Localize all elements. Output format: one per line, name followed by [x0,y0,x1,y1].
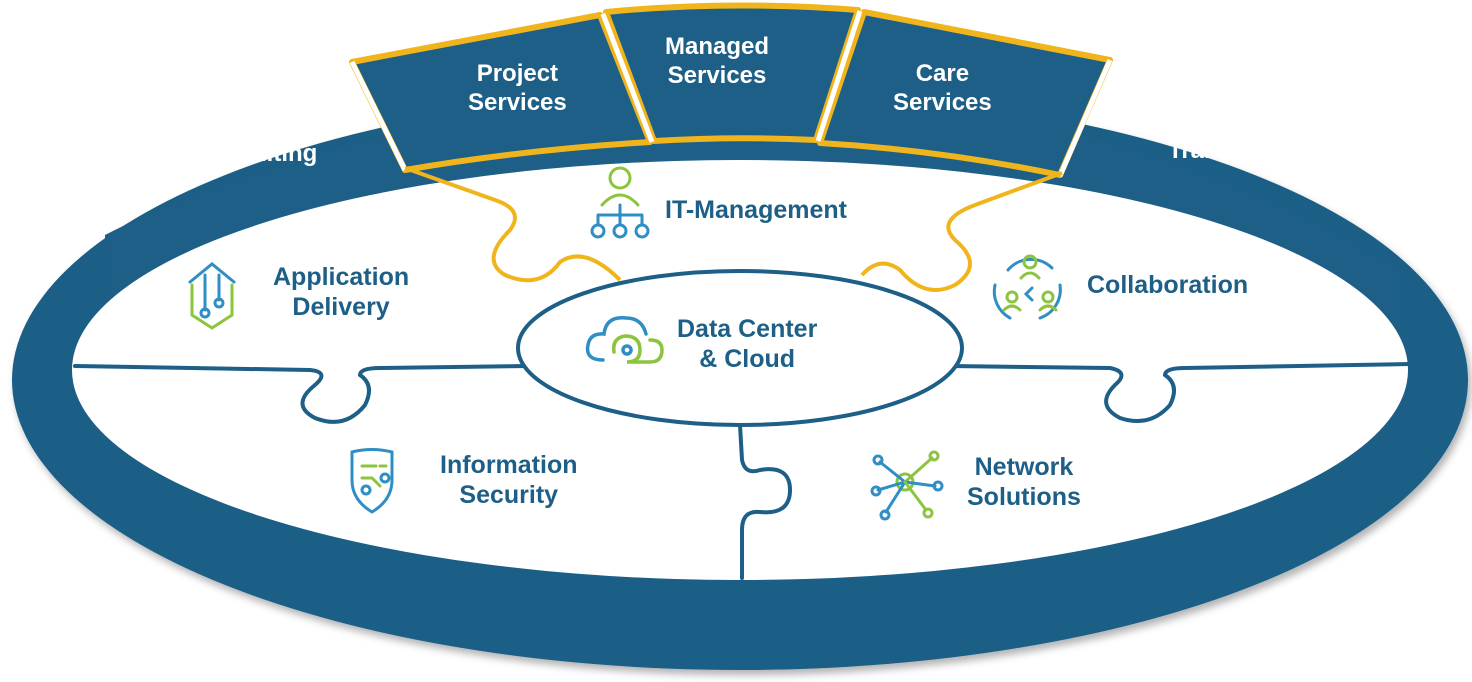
divider-bottom [738,423,793,580]
cloud-icon [585,316,664,364]
upload-circuit-icon [188,262,236,330]
highlight-connector-left [404,166,622,283]
consulting-label: Consulting [192,140,318,167]
people-cycle-icon [992,254,1062,320]
tab-managed-shape [603,2,861,144]
ring-separator-left [349,60,408,172]
data-center-line1: Data Center [677,315,818,343]
information-security-line2: Security [459,481,559,509]
shield-circuit-icon [350,448,394,514]
application-delivery-label: Application Delivery [273,262,409,322]
managed-services-line1: Managed [665,33,770,60]
network-solutions-line2: Solutions [967,483,1081,511]
data-center-cloud-label: Data Center & Cloud [677,314,817,374]
highlight-connector-right [860,171,1063,292]
highlighted-tabs [349,2,1113,178]
network-solutions-line1: Network [974,453,1074,481]
tab-care-shape [817,9,1113,178]
tab-project-shape [349,12,653,173]
org-hierarchy-icon [590,166,650,239]
center-ellipse [516,269,964,427]
project-services-line1: Project [476,60,559,87]
information-security-label: Information Security [440,450,578,510]
network-solutions-label: Network Solutions [967,452,1081,512]
care-services-line1: Care [915,60,970,87]
ring-separator-right [1057,59,1113,177]
divider-right [948,362,1412,423]
application-delivery-line2: Delivery [292,293,390,321]
project-services-label: Project Services [468,60,567,118]
training-label: Training [1168,137,1262,164]
application-delivery-line1: Application [273,263,410,291]
data-center-line2: & Cloud [699,345,796,373]
managed-services-line2: Services [667,61,767,89]
it-management-label: IT-Management [665,196,847,224]
information-security-line1: Information [440,451,578,479]
care-services-line2: Services [893,88,992,116]
care-services-label: Care Services [893,60,992,118]
managed-services-label: Managed Services [665,33,769,91]
project-services-line2: Services [468,88,567,116]
divider-left [73,364,532,424]
collaboration-label: Collaboration [1087,271,1249,299]
network-nodes-icon [870,450,944,521]
puzzle-dividers [73,362,1412,580]
